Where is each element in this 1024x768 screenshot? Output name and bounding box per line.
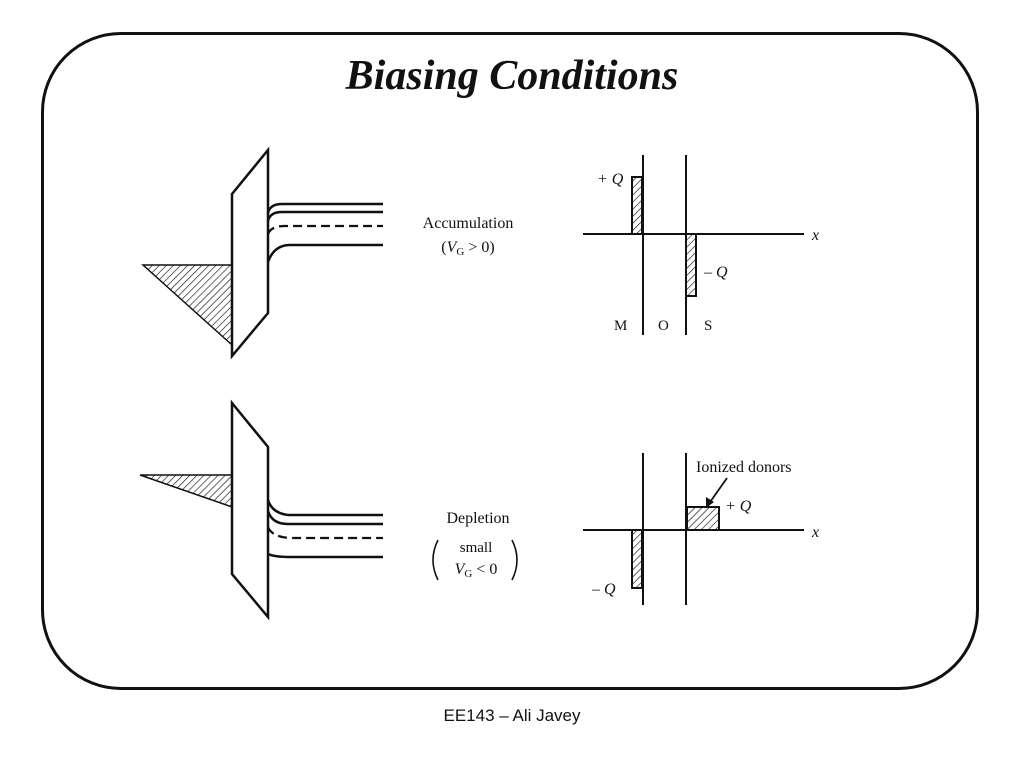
slide-frame	[41, 32, 979, 690]
left-paren	[432, 539, 439, 581]
slide-title: Biasing Conditions	[345, 53, 679, 99]
conduction-band-edge	[266, 202, 383, 214]
valence-band-edge	[267, 552, 383, 559]
depletion-donor-label: Ionized donors	[696, 459, 792, 476]
intrinsic-level-dashed	[266, 526, 383, 540]
accumulation-pos-charge-label: + Q	[597, 171, 624, 188]
accumulation-label: Accumulation	[423, 215, 514, 232]
positive-charge-bar	[631, 176, 643, 235]
oxide-barrier	[230, 146, 270, 360]
region-label-m: M	[614, 318, 627, 334]
fermi-level-line	[266, 510, 383, 526]
depletion-condition-expr: VG < 0	[455, 561, 498, 580]
slide-footer: EE143 – Ali Javey	[443, 706, 581, 725]
intrinsic-level-dashed	[266, 224, 383, 235]
oxide-barrier	[230, 399, 270, 621]
accumulation-neg-charge-label: – Q	[703, 264, 728, 281]
depletion-pos-charge-label: + Q	[725, 498, 752, 515]
depletion-x-axis-label: x	[811, 524, 819, 541]
depletion-neg-charge-label: – Q	[591, 581, 616, 598]
valence-band-edge	[266, 243, 383, 263]
conduction-band-edge	[266, 499, 383, 517]
depletion-charge-diagram	[583, 453, 804, 605]
accumulation-x-axis-label: x	[811, 227, 819, 244]
region-label-s: S	[704, 318, 712, 334]
ionized-donor-bar	[686, 506, 720, 531]
donor-arrow-head	[706, 497, 714, 508]
accumulation-band-diagram	[141, 146, 383, 360]
depletion-condition: small VG < 0	[432, 539, 518, 581]
metal-fermi-hatch	[139, 474, 233, 509]
negative-charge-bar	[685, 233, 697, 297]
fermi-level-line	[266, 210, 383, 222]
right-paren	[511, 539, 518, 581]
depletion-condition-small: small	[460, 540, 493, 556]
depletion-label: Depletion	[446, 510, 509, 527]
accumulation-charge-diagram	[583, 155, 804, 335]
depletion-band-diagram	[139, 399, 383, 621]
negative-charge-bar	[631, 529, 643, 589]
region-label-o: O	[658, 318, 669, 334]
accumulation-condition: (VG > 0)	[441, 239, 494, 258]
metal-fermi-hatch	[141, 264, 233, 347]
